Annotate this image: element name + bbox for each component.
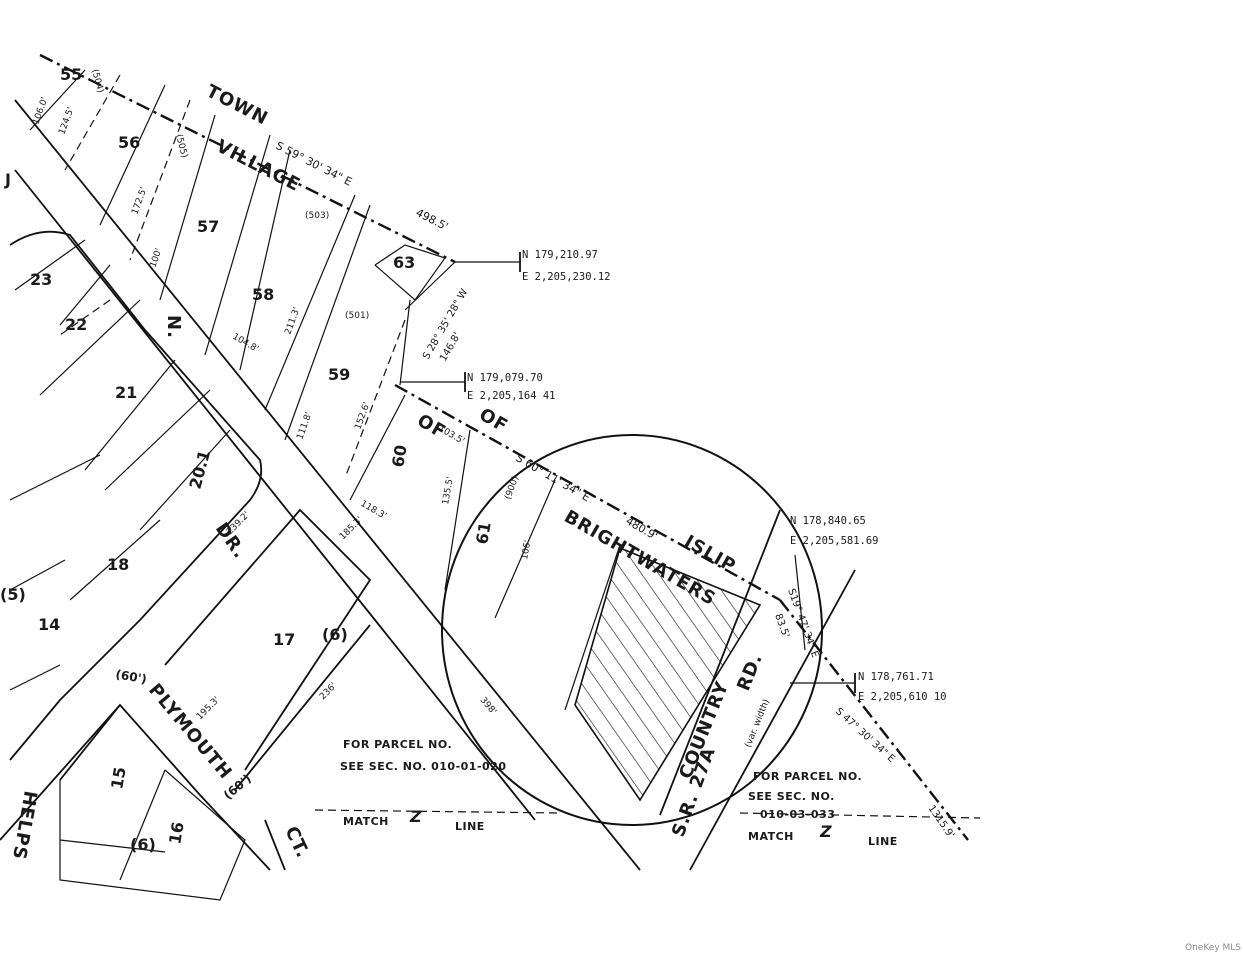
z-label-2: Z xyxy=(819,822,832,841)
plymouth-label: PLYMOUTH xyxy=(144,680,236,784)
lot-16: 16 xyxy=(165,820,188,845)
coordinate-labels: N 179,210.97 E 2,205,230.12 N 179,079.70… xyxy=(467,249,947,703)
dim-1853: 185.3' xyxy=(338,515,365,542)
match-label-2: MATCH xyxy=(748,830,794,843)
lot-22: 22 xyxy=(65,315,87,334)
line-label-2: LINE xyxy=(868,835,898,848)
dim-900: (900) xyxy=(503,475,521,501)
coord-3-e: E 2,205,581.69 xyxy=(790,535,879,547)
z-label-1: Z xyxy=(409,807,422,826)
dim-1183: 118.3' xyxy=(359,499,388,522)
var-width-label: (var. width) xyxy=(744,698,772,749)
lot-14: 14 xyxy=(38,615,60,634)
lot-labels: 55 56 57 58 59 60 61 63 23 22 21 20.1 18… xyxy=(0,65,495,854)
lot-6b: (6) xyxy=(130,835,156,854)
dim-398: 398' xyxy=(478,696,498,717)
bearing-5-dist: 1315.9' xyxy=(926,803,957,840)
dim-100: 100' xyxy=(148,247,164,269)
lots-north xyxy=(29,69,456,479)
dim-1118: 111.8' xyxy=(295,411,314,441)
lot-18: 18 xyxy=(107,555,129,574)
lot-23: 23 xyxy=(30,270,52,289)
dim-2113: 211.3' xyxy=(283,306,302,336)
parcel-note-right-1: FOR PARCEL NO. xyxy=(753,770,862,783)
bearing-1-dist: 498.5' xyxy=(414,206,451,233)
lot-21: 21 xyxy=(115,383,137,402)
dim-1526: 152.6' xyxy=(353,401,372,431)
town-line xyxy=(39,53,969,841)
lot-63: 63 xyxy=(393,253,415,272)
plymouth-ct xyxy=(0,508,372,901)
site-circle xyxy=(441,434,823,826)
dim-1355: 135.5' xyxy=(441,476,456,506)
lot-15: 15 xyxy=(107,765,130,790)
dim-1724: 172.5' xyxy=(130,186,149,216)
dim-1048: 104.8' xyxy=(231,332,260,355)
sr27a-label: S.R. 27A xyxy=(668,744,720,840)
n-label: N. xyxy=(163,315,184,339)
dim-503: (503) xyxy=(305,211,329,221)
match-label-1: MATCH xyxy=(343,815,389,828)
match-lines xyxy=(314,809,981,819)
dim-106: 106' xyxy=(520,539,533,560)
parcel-note-right-2: SEE SEC. NO. xyxy=(748,790,835,803)
bearing-4-dist: 83.5' xyxy=(772,612,791,639)
dim-501: (501) xyxy=(345,311,369,321)
line-label-1: LINE xyxy=(455,820,485,833)
lots-60-61 xyxy=(349,394,621,711)
lot-5: (5) xyxy=(0,585,26,604)
main-road xyxy=(14,99,641,871)
lots-south-west xyxy=(9,230,263,761)
lot-17: 17 xyxy=(273,630,295,649)
coord-2-n: N 179,079.70 xyxy=(467,372,543,384)
coord-3-n: N 178,840.65 xyxy=(790,515,866,527)
islip-label: ISLIP xyxy=(681,531,740,577)
dim-124: 124.5' xyxy=(57,106,76,136)
parcel-note-left-2: SEE SEC. NO. 010-01-020 xyxy=(340,760,506,773)
lot-57: 57 xyxy=(197,217,219,236)
coord-4-e: E 2,205,610 10 xyxy=(858,691,947,703)
of-label-2: OF xyxy=(476,404,512,437)
lot-61: 61 xyxy=(472,520,495,545)
lot-56: 56 xyxy=(118,133,140,152)
bearing-4: S19° 47' 34" E xyxy=(785,587,820,659)
lot-59: 59 xyxy=(328,365,350,384)
lot-58: 58 xyxy=(252,285,274,304)
coord-4-n: N 178,761.71 xyxy=(858,671,934,683)
bearing-2: S 60° 11' 34" E xyxy=(514,451,593,504)
coord-2-e: E 2,205,164 41 xyxy=(467,390,556,402)
dim-505: (505) xyxy=(173,133,189,159)
coord-1-n: N 179,210.97 xyxy=(522,249,598,261)
lot-j: J xyxy=(4,170,11,189)
subject-parcel xyxy=(574,546,762,802)
lot-6a: (6) xyxy=(322,625,348,644)
lot-20: 20.1 xyxy=(186,448,215,491)
rd-label: RD. xyxy=(733,650,767,694)
lot-55: 55 xyxy=(60,65,82,84)
coord-1-e: E 2,205,230.12 xyxy=(522,271,611,283)
dim-1953: 195.3' xyxy=(195,695,222,722)
coord-ticks xyxy=(400,252,856,693)
sixty-label-1: (60') xyxy=(114,667,147,686)
parcel-note-left-1: FOR PARCEL NO. xyxy=(343,738,452,751)
note-labels: FOR PARCEL NO. SEE SEC. NO. 010-01-020 F… xyxy=(340,738,898,848)
country-road xyxy=(659,509,856,871)
parcel-note-right-3: 010-03-033 xyxy=(760,808,835,821)
ct-label: CT. xyxy=(280,823,313,861)
lot-60: 60 xyxy=(388,443,411,468)
watermark: OneKey MLS xyxy=(1185,943,1241,953)
